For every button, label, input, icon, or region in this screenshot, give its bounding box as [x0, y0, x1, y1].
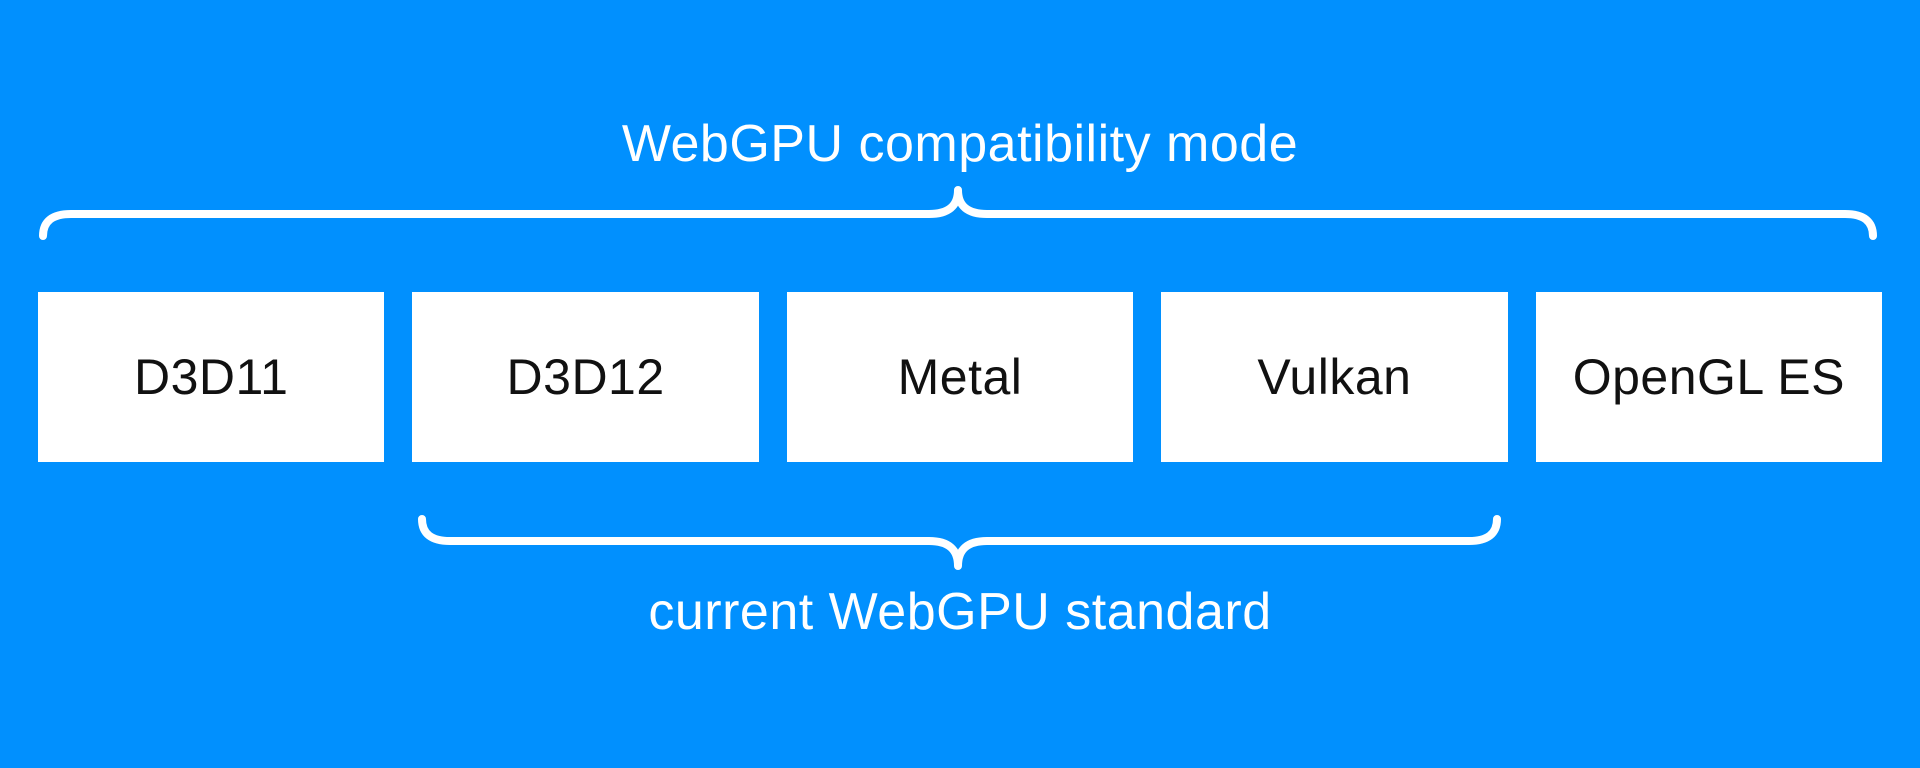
api-box-opengl-es-label: OpenGL ES [1572, 349, 1845, 405]
api-box-metal: Metal [786, 292, 1134, 462]
bottom-brace-label: current WebGPU standard [648, 583, 1272, 641]
api-box-d3d11-label: D3D11 [133, 349, 289, 405]
api-box-metal-label: Metal [897, 349, 1023, 405]
api-boxes-row: D3D11 D3D12 Metal Vulkan OpenGL ES [38, 292, 1883, 462]
api-box-vulkan: Vulkan [1161, 292, 1508, 462]
api-box-d3d12-label: D3D12 [506, 349, 665, 405]
api-box-vulkan-label: Vulkan [1257, 349, 1412, 405]
api-box-d3d11: D3D11 [38, 292, 385, 462]
bottom-brace-path [418, 515, 1501, 570]
api-box-opengl-es: OpenGL ES [1535, 292, 1883, 462]
top-brace-path [39, 186, 1877, 240]
api-box-d3d12: D3D12 [412, 292, 759, 462]
top-brace-label: WebGPU compatibility mode [621, 115, 1299, 173]
